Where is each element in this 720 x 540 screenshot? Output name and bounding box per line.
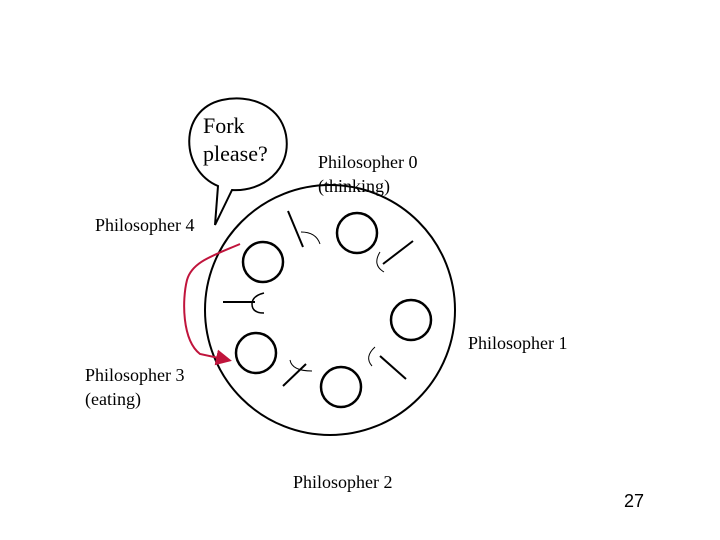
fork-left <box>223 293 264 313</box>
table-circle <box>205 185 455 435</box>
label-philosopher-0: Philosopher 0 (thinking) <box>318 150 418 198</box>
label-philosopher-1: Philosopher 1 <box>468 331 568 355</box>
speech-bubble-line-1: Fork <box>203 112 268 140</box>
philosopher-1-name: Philosopher 1 <box>468 331 568 355</box>
label-philosopher-2: Philosopher 2 <box>293 470 393 494</box>
philosopher-0-name: Philosopher 0 <box>318 150 418 174</box>
plate-philosopher-4 <box>243 242 283 282</box>
philosopher-3-state: (eating) <box>85 387 185 411</box>
speech-bubble-text: Fork please? <box>203 112 268 168</box>
speech-bubble-line-2: please? <box>203 140 268 168</box>
page-number: 27 <box>624 491 644 512</box>
philosopher-0-state: (thinking) <box>318 174 418 198</box>
plate-philosopher-1 <box>391 300 431 340</box>
fork-bottom-left <box>283 360 312 386</box>
label-philosopher-4: Philosopher 4 <box>95 213 195 237</box>
philosopher-2-name: Philosopher 2 <box>293 470 393 494</box>
philosopher-4-name: Philosopher 4 <box>95 213 195 237</box>
fork-top-right <box>377 241 413 272</box>
plate-philosopher-3 <box>236 333 276 373</box>
philosopher-3-name: Philosopher 3 <box>85 363 185 387</box>
fork-bottom-right <box>369 347 406 379</box>
plate-philosopher-0 <box>337 213 377 253</box>
plate-philosopher-2 <box>321 367 361 407</box>
label-philosopher-3: Philosopher 3 (eating) <box>85 363 185 411</box>
fork-top-left <box>288 211 320 247</box>
